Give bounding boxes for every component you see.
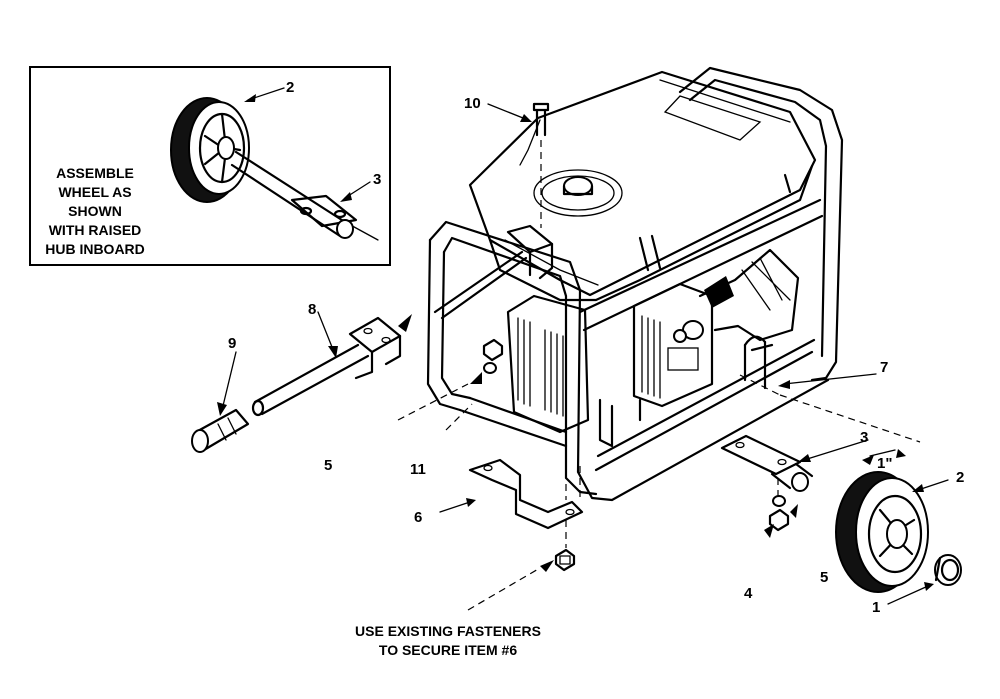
callout-2-inset: 2 [286,79,294,96]
callout-1: 1 [872,599,880,616]
inset-detail: ASSEMBLE WHEEL AS SHOWN WITH RAISED HUB … [29,66,391,266]
dimension-1-inch: 1" [877,455,892,472]
inset-note-line-3: SHOWN [68,203,122,219]
inset-note-line-1: ASSEMBLE [56,165,134,181]
handle-assembly [191,314,412,453]
inset-border [29,66,391,266]
callout-leaders [217,103,949,605]
inset-note-line-2: WHEEL AS [58,184,131,200]
inset-wheel [170,97,250,203]
callout-10: 10 [464,95,481,112]
callout-3-inset: 3 [373,171,381,188]
callout-5-left: 5 [324,457,332,474]
callout-9: 9 [228,335,236,352]
bottom-note-line-2: TO SECURE ITEM #6 [379,642,517,658]
callout-6: 6 [414,509,422,526]
inset-note-line-5: HUB INBOARD [45,241,145,257]
inset-note-line-4: WITH RAISED [49,222,142,238]
callout-7: 7 [880,359,888,376]
callout-3-right: 3 [860,429,868,446]
generator-body [426,66,844,502]
callout-2-right: 2 [956,469,964,486]
foot-bracket [397,338,584,611]
callout-4: 4 [744,585,753,602]
callout-5-right: 5 [820,569,828,586]
callout-11: 11 [410,461,426,478]
bottom-note-line-1: USE EXISTING FASTENERS [355,623,541,639]
right-wheel-assembly [720,374,962,593]
inset-axle [230,150,379,241]
bolt-and-bracket [433,102,554,320]
callout-8: 8 [308,301,316,318]
